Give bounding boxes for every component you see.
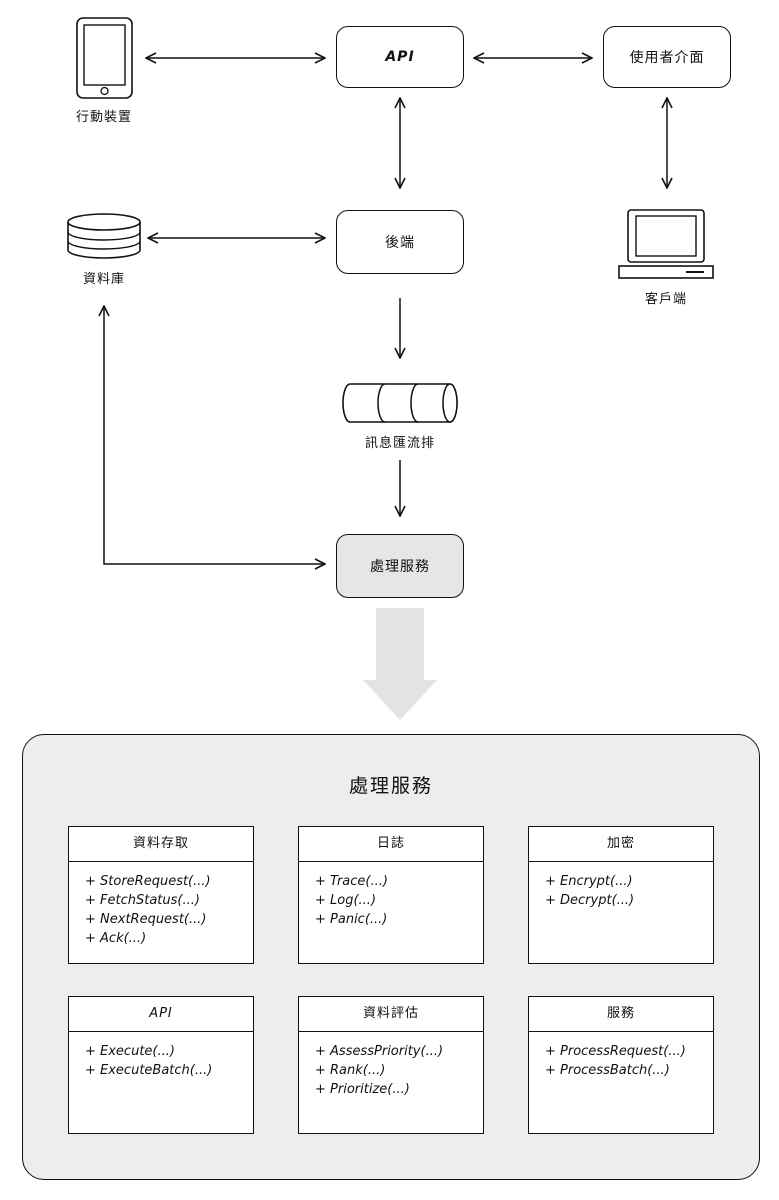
method-item: + Prioritize(...)	[315, 1082, 410, 1097]
class-name: 資料存取	[69, 827, 253, 862]
method-item: + FetchStatus(...)	[85, 893, 200, 908]
method-item: + AssessPriority(...)	[315, 1044, 444, 1059]
class-data-access[interactable]: 資料存取 + StoreRequest(...) + FetchStatus(.…	[68, 826, 254, 964]
backend-node[interactable]: 後端	[336, 210, 464, 274]
method-item: + ProcessRequest(...)	[545, 1044, 686, 1059]
client-label: 客戶端	[644, 292, 687, 307]
method-item: + Encrypt(...)	[545, 874, 633, 889]
class-api[interactable]: API + Execute(...) + ExecuteBatch(...)	[68, 996, 254, 1134]
class-name: 資料評估	[299, 997, 483, 1032]
database-label: 資料庫	[82, 272, 125, 287]
method-item: + Panic(...)	[315, 912, 388, 927]
mobile-device-label: 行動裝置	[75, 110, 132, 125]
method-item: + Decrypt(...)	[545, 893, 635, 908]
expand-arrow	[363, 608, 437, 720]
method-item: + Execute(...)	[85, 1044, 175, 1059]
class-name: 服務	[529, 997, 713, 1032]
class-logging[interactable]: 日誌 + Trace(...) + Log(...) + Panic(...)	[298, 826, 484, 964]
class-encryption[interactable]: 加密 + Encrypt(...) + Decrypt(...)	[528, 826, 714, 964]
method-item: + Log(...)	[315, 893, 377, 908]
message-queue-icon	[342, 383, 458, 423]
message-queue-label: 訊息匯流排	[364, 436, 435, 451]
api-node[interactable]: API	[336, 26, 464, 88]
method-item: + ProcessBatch(...)	[545, 1063, 670, 1078]
panel-title: 處理服務	[348, 775, 433, 797]
class-name: 加密	[529, 827, 713, 862]
method-item: + Trace(...)	[315, 874, 388, 889]
processing-service-detail-panel: 處理服務 資料存取 + StoreRequest(...) + FetchSta…	[22, 734, 760, 1180]
user-interface-node[interactable]: 使用者介面	[603, 26, 731, 88]
method-item: + NextRequest(...)	[85, 912, 207, 927]
computer-icon	[618, 209, 714, 279]
method-item: + ExecuteBatch(...)	[85, 1063, 213, 1078]
database-icon	[67, 213, 141, 259]
method-item: + Rank(...)	[315, 1063, 386, 1078]
class-name: API	[69, 997, 253, 1032]
class-name: 日誌	[299, 827, 483, 862]
mobile-device-icon	[76, 17, 133, 99]
method-item: + Ack(...)	[85, 931, 147, 946]
method-item: + StoreRequest(...)	[85, 874, 211, 889]
arrow-processing-database	[104, 306, 325, 564]
class-data-assessment[interactable]: 資料評估 + AssessPriority(...) + Rank(...) +…	[298, 996, 484, 1134]
processing-service-node[interactable]: 處理服務	[336, 534, 464, 598]
class-service[interactable]: 服務 + ProcessRequest(...) + ProcessBatch(…	[528, 996, 714, 1134]
